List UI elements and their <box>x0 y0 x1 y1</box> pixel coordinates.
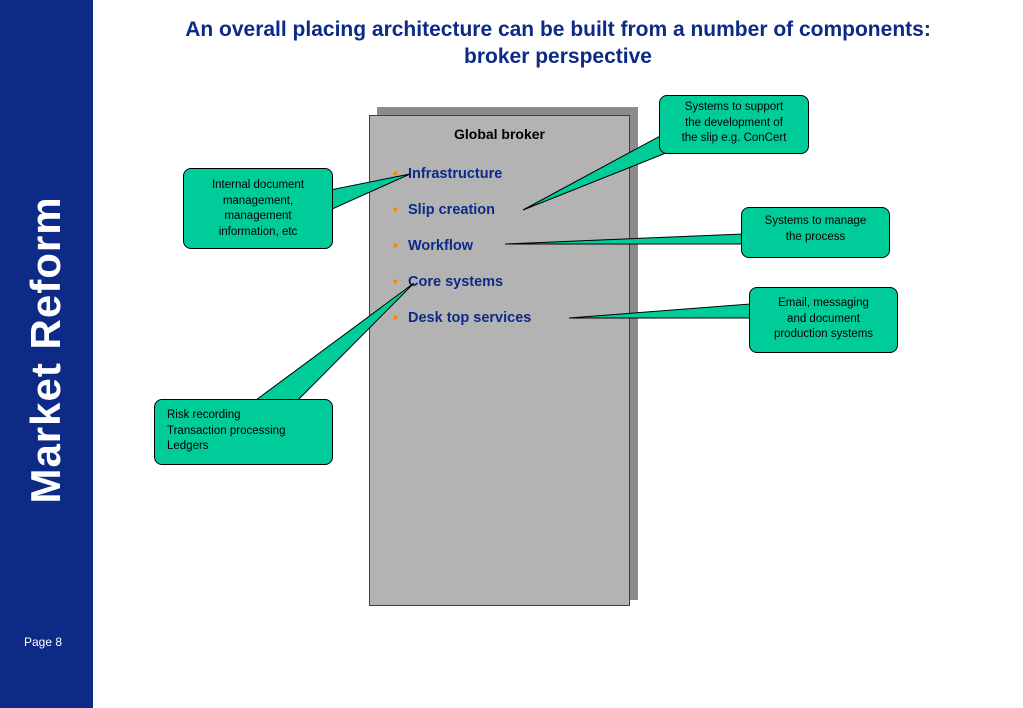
callout-line: Internal document <box>211 179 305 191</box>
pointer-email <box>568 303 751 319</box>
callout-line: and document <box>787 312 860 325</box>
component-item-slip-creation: • Slip creation <box>393 201 496 218</box>
callout-line: Email, messaging <box>778 297 869 309</box>
component-item-desk-top-services: • Desk top services <box>393 309 532 326</box>
pointer-risk <box>254 282 415 401</box>
bullet-icon: • <box>393 273 398 289</box>
callout-line: Risk recording <box>167 409 241 421</box>
component-label: Desk top services <box>408 310 532 326</box>
page-number: Page 8 <box>24 635 63 649</box>
callout-line: Systems to support <box>684 101 784 113</box>
callout-line: information, etc <box>218 225 298 238</box>
callout-line: Ledgers <box>167 440 209 452</box>
pointer-process <box>504 233 744 245</box>
component-label: Infrastructure <box>408 166 503 182</box>
callout-slip-support: Systems to support the development of th… <box>659 95 809 154</box>
callout-line: management <box>224 210 292 222</box>
sidebar: Market Reform Page 8 <box>0 0 93 708</box>
global-broker-panel: Global broker • Infrastructure • Slip crea… <box>369 115 630 606</box>
bullet-icon: • <box>393 201 398 217</box>
bullet-icon: • <box>393 309 398 325</box>
callout-line: Systems to manage <box>764 215 867 227</box>
page-title-line-1: An overall placing architecture can be b… <box>185 18 931 41</box>
page-title-line-2: broker perspective <box>464 45 652 68</box>
callout-line: the development of <box>685 116 783 129</box>
callout-line: Transaction processing <box>167 424 286 437</box>
callout-email: Email, messaging and document production… <box>749 287 898 353</box>
callout-line: management, <box>222 194 294 207</box>
component-item-workflow: • Workflow <box>393 237 473 254</box>
callout-process: Systems to manage the process <box>741 207 890 258</box>
component-label: Workflow <box>408 238 473 254</box>
component-item-infrastructure: • Infrastructure <box>393 165 503 182</box>
component-label: Core systems <box>408 274 504 290</box>
callout-line: production systems <box>773 328 874 340</box>
panel-title: Global broker <box>453 126 546 142</box>
callout-internal-document: Internal document management, management… <box>183 168 333 249</box>
callout-risk: Risk recording Transaction processing Le… <box>154 399 333 465</box>
component-item-core-systems: • Core systems <box>393 273 504 290</box>
page-title: An overall placing architecture can be b… <box>93 16 1023 70</box>
callout-line: the slip e.g. ConCert <box>681 132 787 144</box>
component-label: Slip creation <box>408 202 496 218</box>
bullet-icon: • <box>393 237 398 253</box>
callout-line: the process <box>785 230 846 243</box>
bullet-icon: • <box>393 165 398 181</box>
pointer-internal <box>329 173 411 211</box>
